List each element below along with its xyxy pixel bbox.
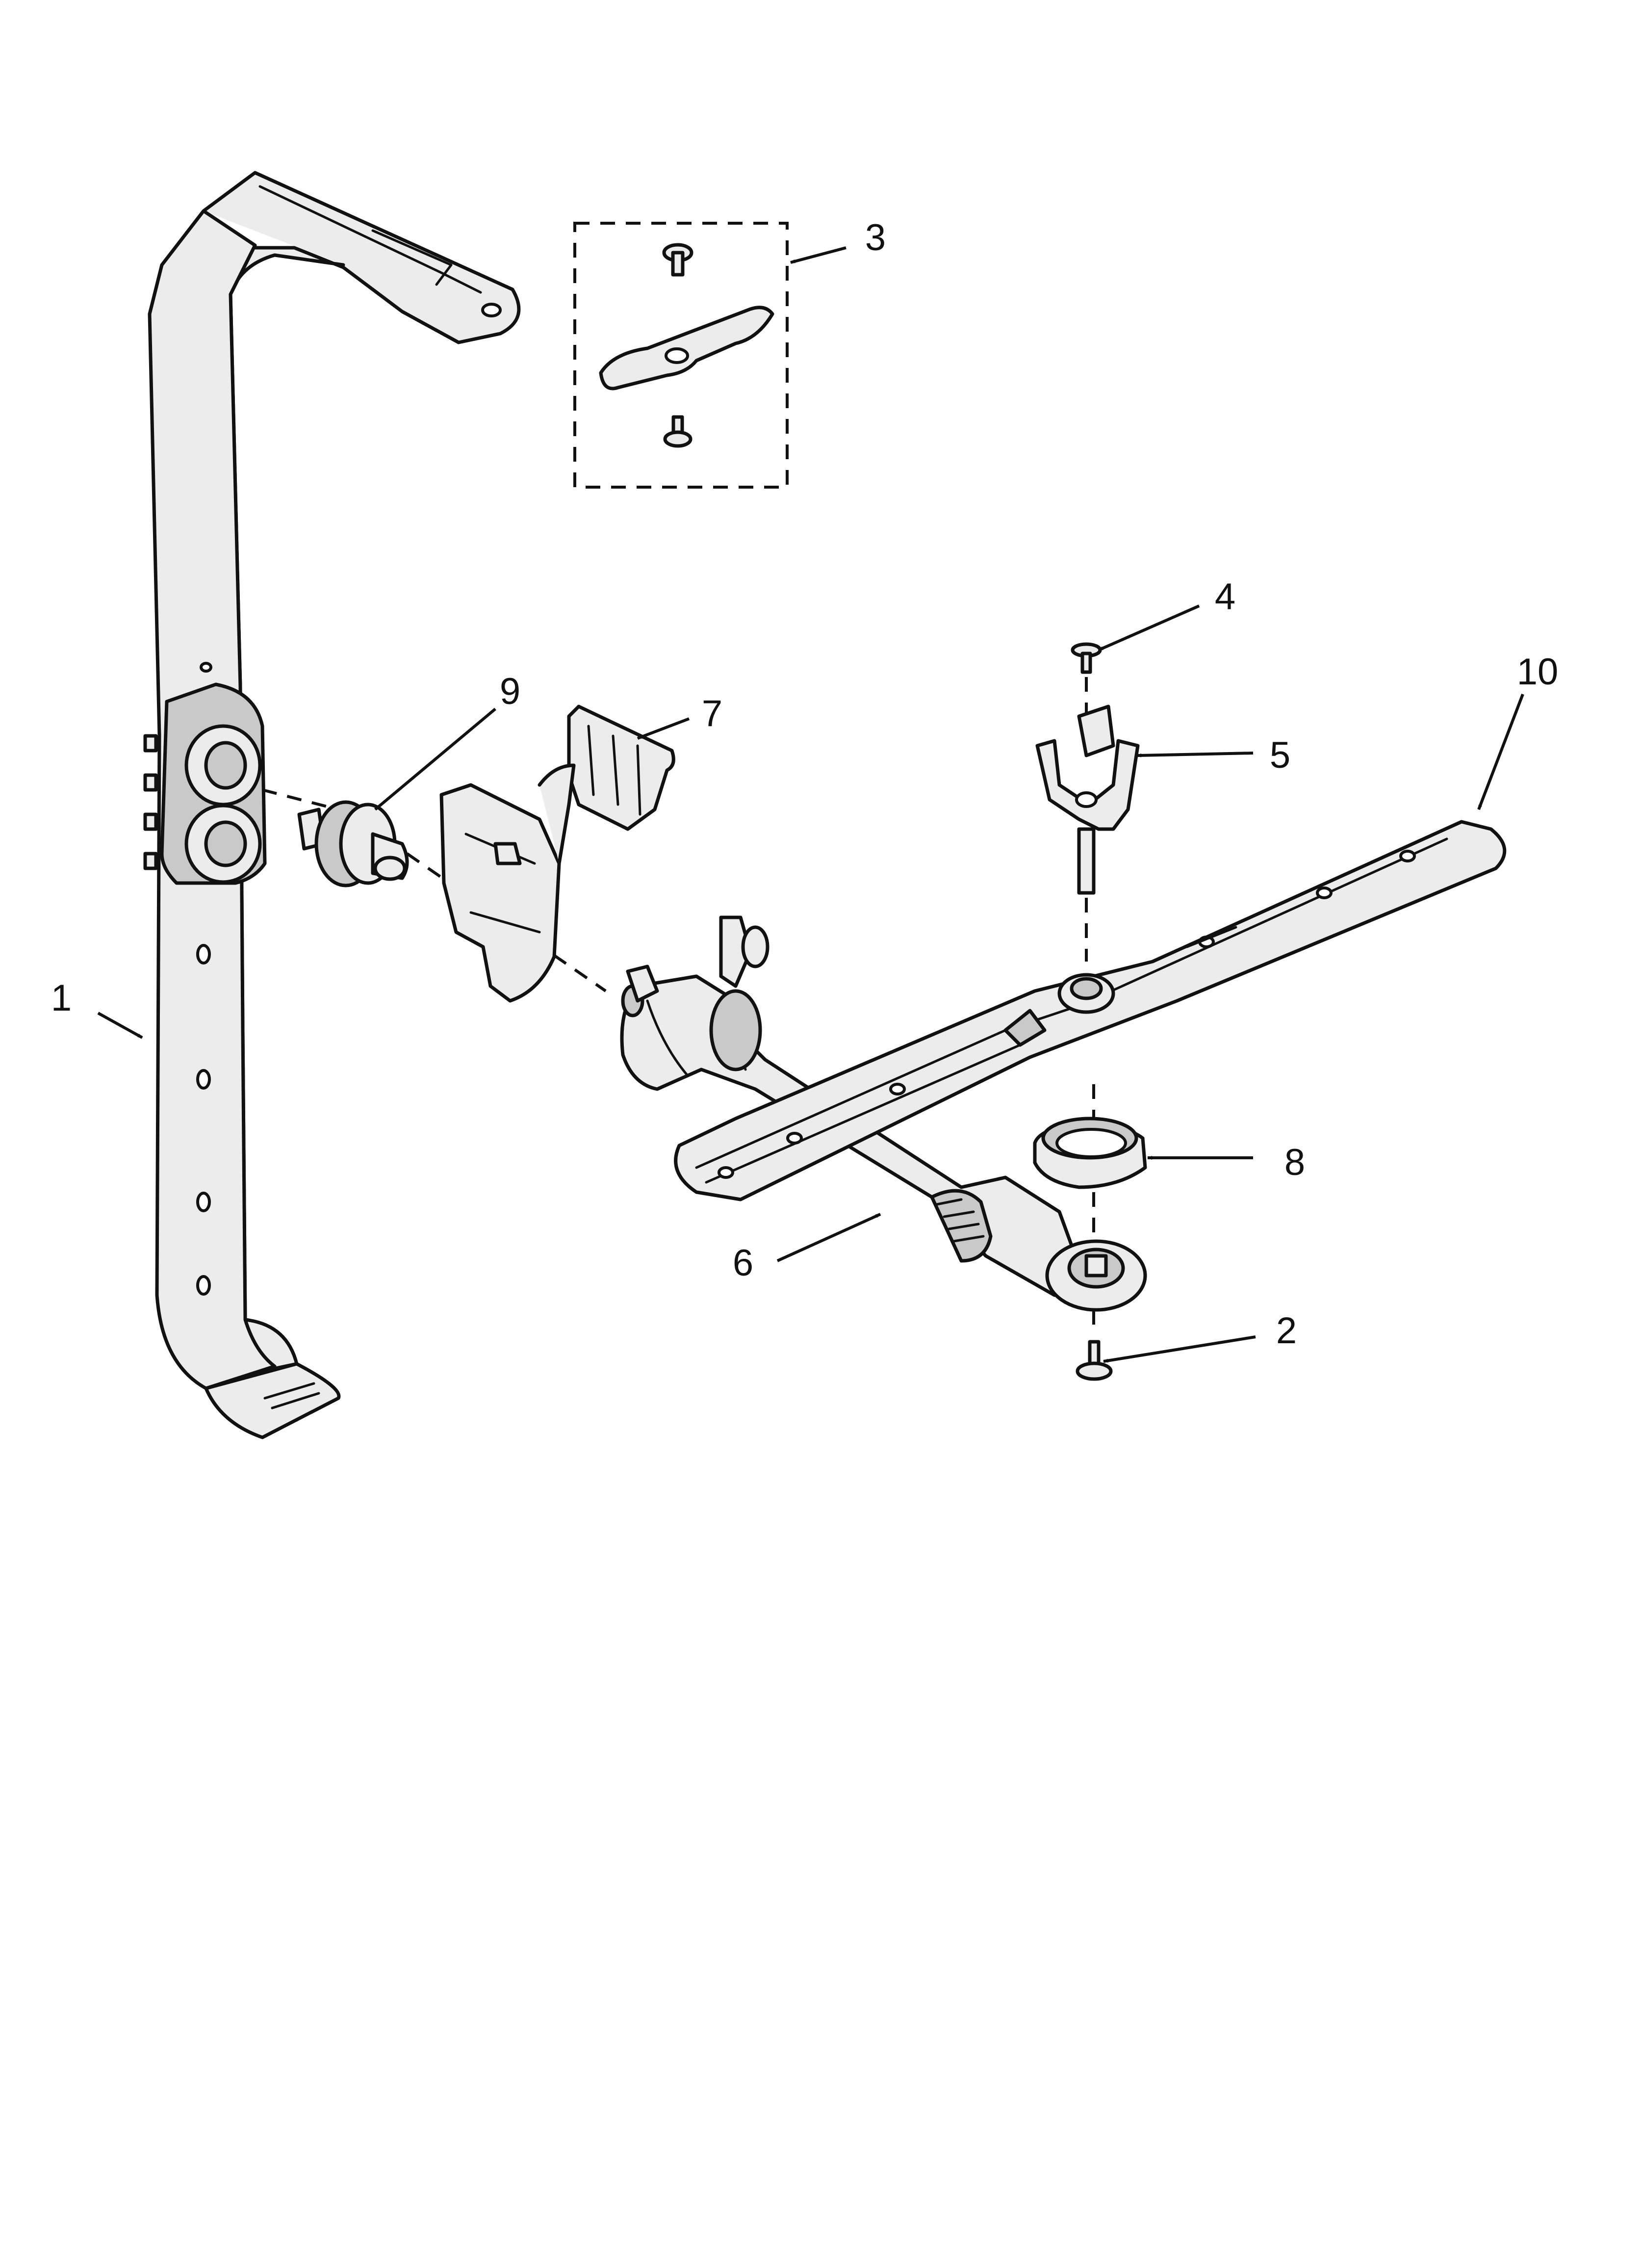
spray-arm-part-10[interactable] — [674, 820, 1507, 1201]
hub-part-5[interactable] — [1035, 704, 1140, 962]
kit-clip — [599, 306, 774, 391]
kit-screw-top — [662, 243, 693, 277]
kit-screw-bottom — [663, 415, 693, 448]
callout-9: 9 — [500, 671, 520, 712]
screw-part-2[interactable] — [1076, 1310, 1113, 1381]
callout-4: 4 — [1215, 576, 1235, 618]
supply-tube-part-1[interactable] — [143, 171, 521, 1439]
callout-1: 1 — [51, 977, 72, 1019]
leader-lines — [97, 246, 1524, 1363]
kit-part-3[interactable] — [573, 222, 789, 489]
bracket-part-7[interactable] — [439, 704, 675, 1003]
callout-labels: 1 2 3 4 5 6 7 8 9 10 — [51, 217, 1558, 1352]
ring-part-8[interactable] — [1033, 1084, 1147, 1241]
callout-5: 5 — [1270, 734, 1290, 776]
callout-10: 10 — [1517, 651, 1559, 693]
callout-2: 2 — [1276, 1310, 1297, 1352]
callout-8: 8 — [1284, 1142, 1305, 1183]
callout-7: 7 — [702, 693, 722, 734]
callout-6: 6 — [733, 1242, 753, 1284]
connector-part-9[interactable] — [262, 788, 607, 992]
callout-3: 3 — [865, 217, 886, 259]
